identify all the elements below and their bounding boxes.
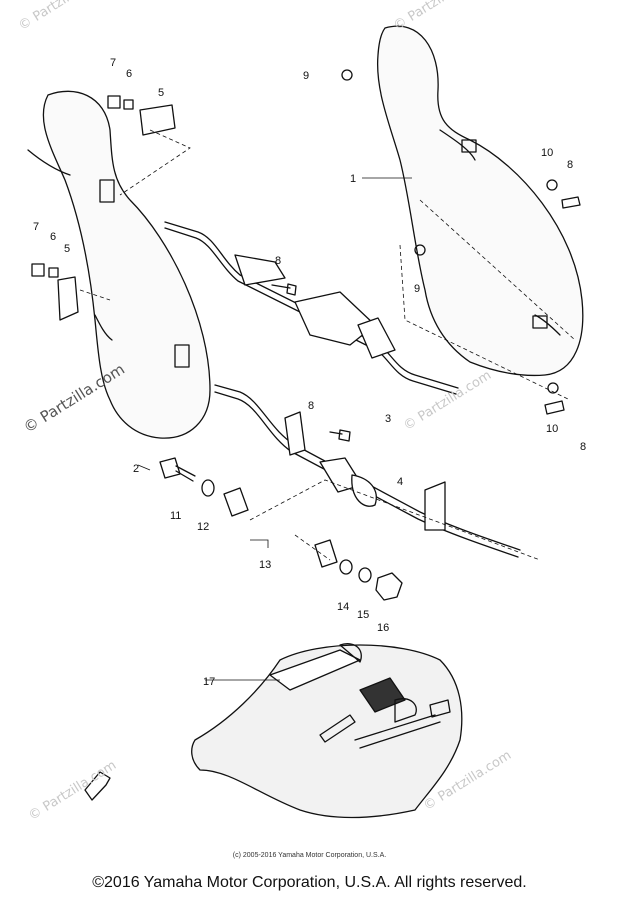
nut-7-upper [107, 95, 121, 109]
bolt-8-b [329, 429, 351, 442]
label-part-6-upper: 6 [126, 68, 132, 80]
rod-upper [164, 221, 459, 395]
label-part-17: 17 [203, 676, 215, 688]
fender-left [27, 90, 211, 439]
copyright-text: ©2016 Yamaha Motor Corporation, U.S.A. A… [92, 874, 527, 891]
label-part-3: 3 [385, 413, 391, 425]
part-labels: 1 2 3 4 5 5 6 6 7 7 8 8 8 8 9 9 10 10 11… [33, 57, 586, 688]
label-part-8-c: 8 [567, 159, 573, 171]
label-part-14: 14 [337, 601, 349, 613]
label-part-15: 15 [357, 609, 369, 621]
washer-10-a [546, 179, 558, 191]
nut-7-lower [31, 263, 45, 277]
washer-9-a [341, 69, 353, 81]
washer-12 [201, 479, 215, 497]
nut-16 [375, 572, 403, 601]
label-part-10-a: 10 [541, 147, 553, 159]
label-part-7-lower: 7 [33, 221, 39, 233]
label-part-9-b: 9 [414, 283, 420, 295]
label-part-16: 16 [377, 622, 389, 634]
washer-9-b [414, 244, 426, 256]
bushing-13-a [223, 487, 249, 517]
gasket-upper [139, 104, 176, 136]
label-part-1: 1 [350, 173, 356, 185]
washer-15 [358, 567, 372, 583]
label-part-8-a: 8 [275, 255, 281, 267]
fender-right [376, 25, 584, 377]
label-part-5-upper: 5 [158, 87, 164, 99]
bushing-13-b [314, 539, 338, 568]
bolt-8-c [561, 196, 581, 209]
bolt-11 [159, 457, 196, 482]
rod-lower [214, 384, 521, 558]
label-part-7-upper: 7 [110, 57, 116, 69]
tool-kit [191, 643, 463, 819]
label-part-6-lower: 6 [50, 231, 56, 243]
washer-10-b [547, 382, 559, 394]
label-part-5-lower: 5 [64, 243, 70, 255]
gasket-lower [57, 276, 79, 321]
bolt-8-d [544, 400, 565, 415]
label-part-10-b: 10 [546, 423, 558, 435]
label-part-11: 11 [170, 510, 181, 522]
label-part-8-d: 8 [580, 441, 586, 453]
front-arrow-icon [84, 771, 111, 801]
washer-6-lower [48, 267, 59, 278]
washer-6-upper [123, 99, 134, 110]
label-part-9-a: 9 [303, 70, 309, 82]
label-part-8-b: 8 [308, 400, 314, 412]
label-part-13: 13 [259, 559, 271, 571]
label-part-2: 2 [133, 463, 139, 475]
label-part-4: 4 [397, 476, 403, 488]
label-part-12: 12 [197, 521, 209, 533]
washer-14 [339, 559, 353, 575]
bolt-8-a [271, 283, 297, 296]
caption-small: (c) 2005-2016 Yamaha Motor Corporation, … [232, 852, 387, 859]
